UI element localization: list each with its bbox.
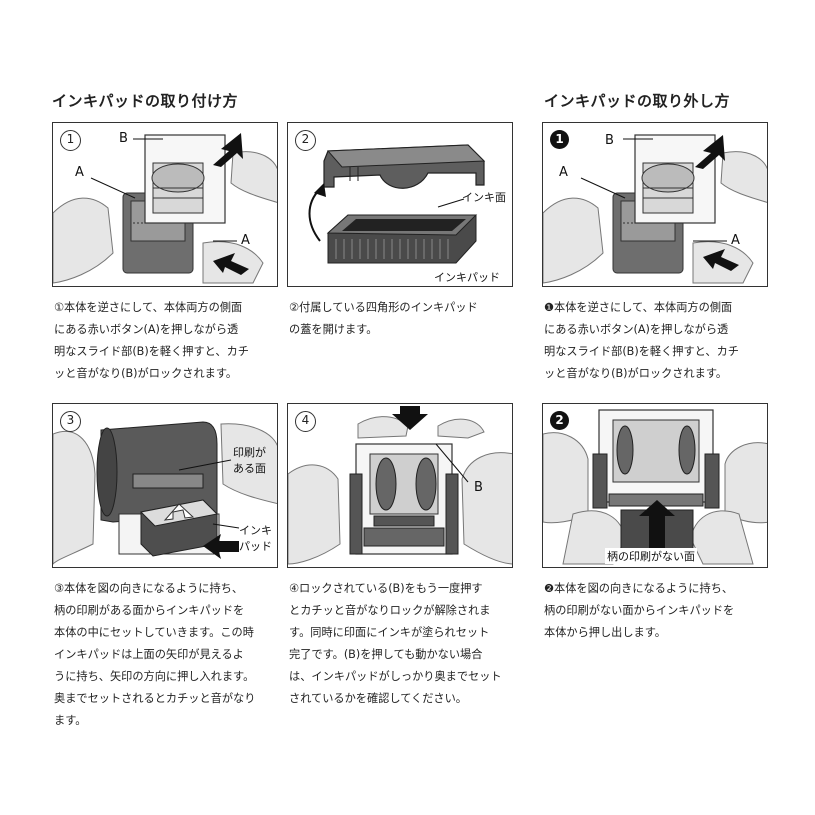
label-a: A [75,165,84,180]
install-step-4-description: ④ロックされている(B)をもう一度押す とカチッと音がなりロックが解除されま す… [289,578,521,710]
install-step-4-illustration: 4 B [287,403,513,568]
ink-pad-label: インキパッド [434,271,500,284]
printed-face-label: ある面 [233,462,266,475]
step-number-badge: 1 [550,130,569,149]
description-line: 明なスライド部(B)を軽く押すと、カチ [544,345,739,358]
description-line: は、インキパッドがしっかり奥までセット [289,670,502,683]
step-number-badge: 2 [295,130,316,151]
description-line: ④ロックされている(B)をもう一度押す [289,582,483,595]
description-line: ッと音がなり(B)がロックされます。 [544,367,728,380]
description-line: 本体の中にセットしていきます。この時 [54,626,254,639]
label-a: A [731,233,740,248]
description-line: ①本体を逆さにして、本体両方の側面 [54,301,243,314]
no-print-face-label: 柄の印刷がない面 [605,548,697,564]
remove-step-2-illustration: 2 柄の印刷がない面 [542,403,768,568]
remove-heading: インキパッドの取り外し方 [544,92,731,110]
label-b: B [119,131,128,146]
ink-face-label: インキ面 [462,191,506,204]
label-a: A [559,165,568,180]
install-step-2-illustration: 2 インキ面 インキパッド [287,122,513,287]
description-line: うに持ち、矢印の方向に押し入れます。 [54,670,255,683]
description-line: されているかを確認してください。 [289,692,467,705]
remove-step-2-description: ❷本体を図の向きになるように持ち、 柄の印刷がない面からインキパッドを 本体から… [544,578,776,644]
step-number-badge: 3 [60,411,81,432]
remove-step-1-illustration: 1 B A A [542,122,768,287]
step-number-badge: 1 [60,130,81,151]
description-line: にある赤いボタン(A)を押しながら透 [54,323,239,336]
install-step-3-description: ③本体を図の向きになるように持ち、 柄の印刷がある面からインキパッドを 本体の中… [54,578,286,732]
description-line: ッと音がなり(B)がロックされます。 [54,367,238,380]
install-step-1-illustration: 1 B A A [52,122,278,287]
description-line: ます。 [54,714,87,727]
description-line: 明なスライド部(B)を軽く押すと、カチ [54,345,249,358]
label-a: A [241,233,250,248]
install-step-1-description: ①本体を逆さにして、本体両方の側面 にある赤いボタン(A)を押しながら透 明なス… [54,297,286,385]
install-step-3-illustration: 3 印刷が ある面 インキ パッド [52,403,278,568]
description-line: ❶本体を逆さにして、本体両方の側面 [544,301,733,314]
remove-step-1-description: ❶本体を逆さにして、本体両方の側面 にある赤いボタン(A)を押しながら透 明なス… [544,297,776,385]
install-heading: インキパッドの取り付け方 [52,92,239,110]
step-number-badge: 2 [550,411,569,430]
description-line: 柄の印刷がある面からインキパッドを [54,604,245,617]
description-line: す。同時に印面にインキが塗られセット [289,626,490,639]
description-line: インキパッドは上面の矢印が見えるよ [54,648,244,661]
install-step-2-description: ②付属している四角形のインキパッド の蓋を開けます。 [289,297,521,341]
label-b: B [605,133,614,148]
printed-face-label: 印刷が [233,446,266,459]
description-line: の蓋を開けます。 [289,323,378,336]
label-b: B [474,480,483,495]
ink-pad-label: インキ [239,524,272,537]
description-line: にある赤いボタン(A)を押しながら透 [544,323,729,336]
ink-pad-label: パッド [239,540,272,553]
description-line: ③本体を図の向きになるように持ち、 [54,582,244,595]
description-line: ❷本体を図の向きになるように持ち、 [544,582,734,595]
description-line: 柄の印刷がない面からインキパッドを [544,604,735,617]
description-line: とカチッと音がなりロックが解除されま [289,604,491,617]
description-line: 本体から押し出します。 [544,626,666,639]
step-number-badge: 4 [295,411,316,432]
description-line: ②付属している四角形のインキパッド [289,301,478,314]
description-line: 奥までセットされるとカチッと音がなり [54,692,256,705]
description-line: 完了です。(B)を押しても動かない場合 [289,648,483,661]
